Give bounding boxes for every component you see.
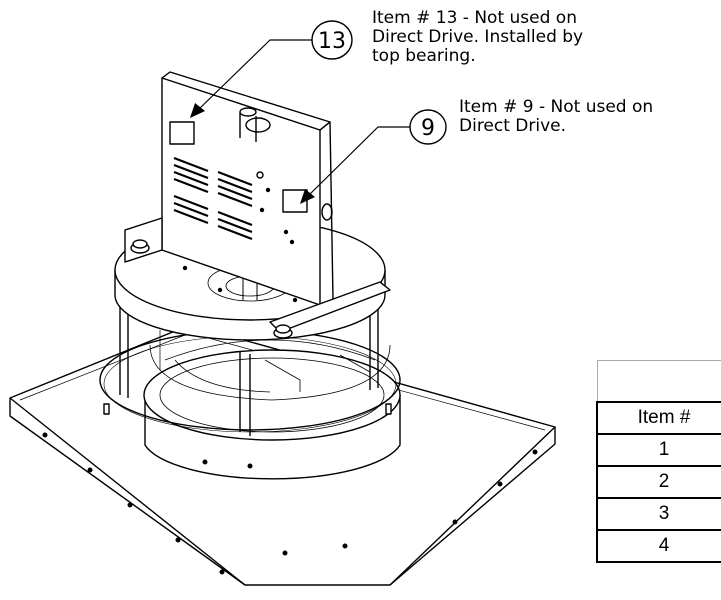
left-bracket [124,217,163,263]
table-row: 4 [596,529,721,563]
callout-9-line: Item # 9 - Not used on [459,97,654,117]
table-header-item: Item # [596,401,721,435]
callout-13-line: Item # 13 - Not used on [372,8,577,28]
balloon-9 [409,109,447,145]
mounting-plate [161,71,334,306]
lower-housing [143,339,401,480]
leader-arrowheads [190,103,315,204]
parts-table: Item # 1 2 3 4 [596,360,721,600]
blower-wheel [149,344,391,401]
callout-9-note: Item # 9 - Not used on Direct Drive. [459,98,653,136]
callout-9-line: Direct Drive. [459,116,567,136]
callout-13-note: Item # 13 - Not used on Direct Drive. In… [372,9,583,66]
table-row: 2 [596,465,721,499]
balloon-9-label: 9 [421,116,435,141]
balloon-13-label: 13 [318,29,346,54]
table-row: 3 [596,497,721,531]
table-row: 1 [596,433,721,467]
shaft-bearing [239,107,271,142]
callout-13-line: Direct Drive. Installed by [372,27,584,47]
right-bracket [269,281,391,339]
balloon-13 [311,20,353,60]
callout-13-line: top bearing. [372,46,476,66]
table-title-cell [596,360,721,403]
parts-table-grid: Item # 1 2 3 4 [596,360,721,563]
leader-lines [197,39,410,197]
